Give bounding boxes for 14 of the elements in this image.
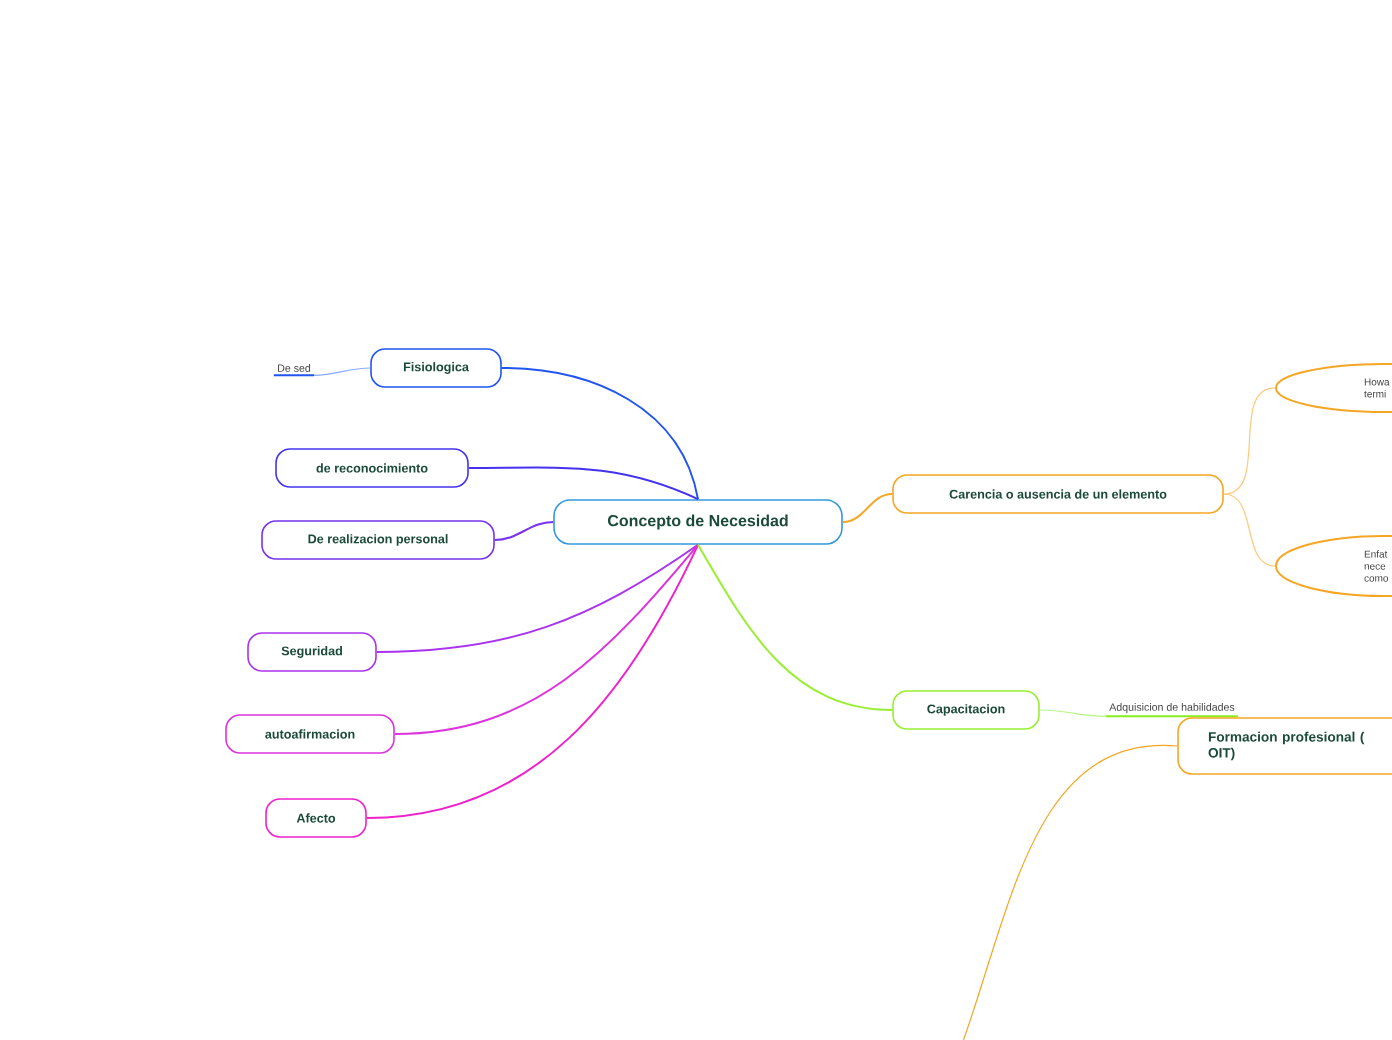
central-topic-box: Concepto de Necesidad xyxy=(553,499,843,545)
connector-line xyxy=(961,745,1178,1040)
connector-line xyxy=(375,543,699,653)
connector-line xyxy=(500,367,699,501)
connector-line xyxy=(1223,387,1276,495)
connector-line xyxy=(393,543,699,735)
connector-line xyxy=(467,466,699,501)
connector-line xyxy=(313,367,371,376)
connector-line xyxy=(697,543,894,711)
connector-line xyxy=(1039,709,1107,717)
connector-line xyxy=(841,493,894,523)
connector-line xyxy=(1223,493,1276,567)
connector-line xyxy=(493,521,555,541)
connector-line xyxy=(365,543,699,819)
